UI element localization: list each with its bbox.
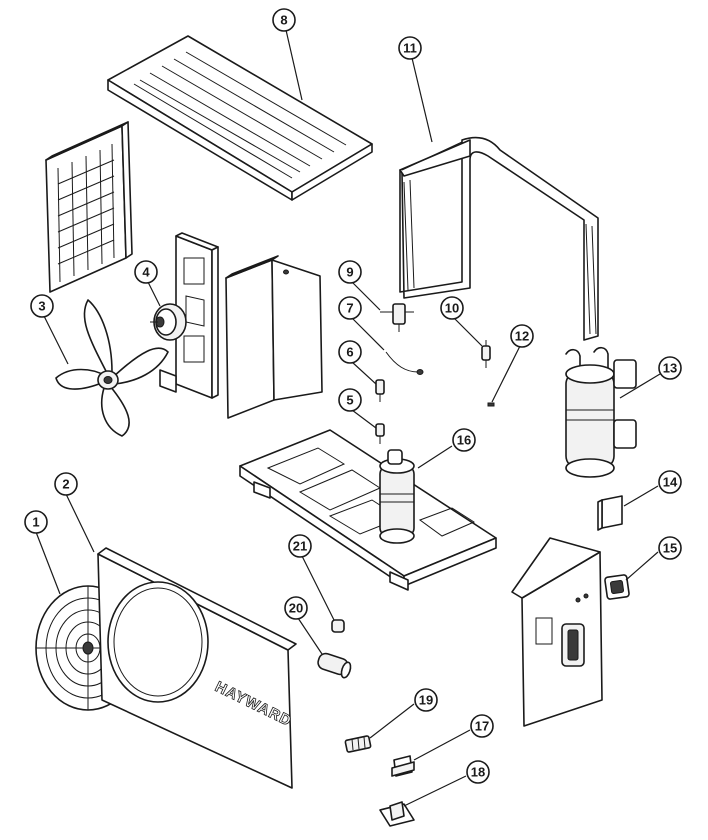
part-compressor xyxy=(565,346,637,478)
part-fan-blade xyxy=(55,299,169,437)
part-reversing-valve xyxy=(380,303,414,332)
callout-19: 19 xyxy=(414,688,438,712)
callout-4: 4 xyxy=(134,260,158,284)
callout-label: 13 xyxy=(663,361,677,376)
callout-2: 2 xyxy=(54,472,78,496)
callout-label: 20 xyxy=(289,601,303,616)
callout-6: 6 xyxy=(338,340,362,364)
callout-label: 14 xyxy=(663,475,678,490)
callout-13: 13 xyxy=(658,356,682,380)
part-pressure-switch xyxy=(481,340,491,368)
callout-12: 12 xyxy=(510,324,534,348)
part-left-grille-panel xyxy=(45,121,133,293)
callout-15: 15 xyxy=(658,536,682,560)
callout-label: 5 xyxy=(346,393,353,408)
part-capacitor xyxy=(317,652,352,679)
callout-5: 5 xyxy=(338,388,362,412)
part-top-panel xyxy=(107,35,373,201)
callout-label: 6 xyxy=(346,345,353,360)
part-small-cap-21 xyxy=(331,619,345,633)
part-sensor-wire xyxy=(385,351,424,375)
callout-label: 2 xyxy=(62,477,69,492)
callout-label: 10 xyxy=(445,301,459,316)
part-bracket-18 xyxy=(379,801,415,827)
callout-label: 7 xyxy=(346,301,353,316)
callout-10: 10 xyxy=(440,296,464,320)
callout-label: 19 xyxy=(419,693,433,708)
part-relay-17 xyxy=(391,755,415,777)
leader-lines xyxy=(35,29,661,807)
callout-21: 21 xyxy=(288,534,312,558)
part-front-panel: HAYWARD xyxy=(97,547,297,789)
callout-7: 7 xyxy=(338,296,362,320)
part-small-square-15 xyxy=(604,574,630,600)
callout-8: 8 xyxy=(272,8,296,32)
callout-label: 1 xyxy=(32,515,39,530)
part-terminal-block xyxy=(344,735,372,753)
callout-1: 1 xyxy=(24,510,48,534)
part-right-side-panel xyxy=(511,537,603,727)
callout-label: 16 xyxy=(457,433,471,448)
part-evaporator-coil xyxy=(399,136,599,341)
callout-16: 16 xyxy=(452,428,476,452)
callout-label: 11 xyxy=(403,41,417,56)
part-fan-motor xyxy=(150,303,187,341)
callout-3: 3 xyxy=(30,294,54,318)
callout-11: 11 xyxy=(398,36,422,60)
part-sensor-5 xyxy=(375,423,385,444)
part-small-panel-14 xyxy=(597,495,623,531)
part-center-divider xyxy=(225,255,323,419)
callout-label: 12 xyxy=(515,329,529,344)
callout-label: 18 xyxy=(471,765,485,780)
callout-14: 14 xyxy=(658,470,682,494)
callout-label: 3 xyxy=(38,299,45,314)
callout-label: 9 xyxy=(346,265,353,280)
callout-20: 20 xyxy=(284,596,308,620)
part-compressor-on-base xyxy=(379,449,415,544)
callout-18: 18 xyxy=(466,760,490,784)
callout-label: 8 xyxy=(280,13,287,28)
part-base-pan xyxy=(239,429,497,591)
part-sensor-6 xyxy=(375,379,385,402)
callout-9: 9 xyxy=(338,260,362,284)
callout-label: 4 xyxy=(142,265,150,280)
callout-label: 17 xyxy=(475,719,489,734)
callout-label: 21 xyxy=(293,539,307,554)
callout-17: 17 xyxy=(470,714,494,738)
part-small-pin xyxy=(487,402,495,407)
part-fan-motor-bracket xyxy=(159,232,219,399)
callout-label: 15 xyxy=(663,541,677,556)
